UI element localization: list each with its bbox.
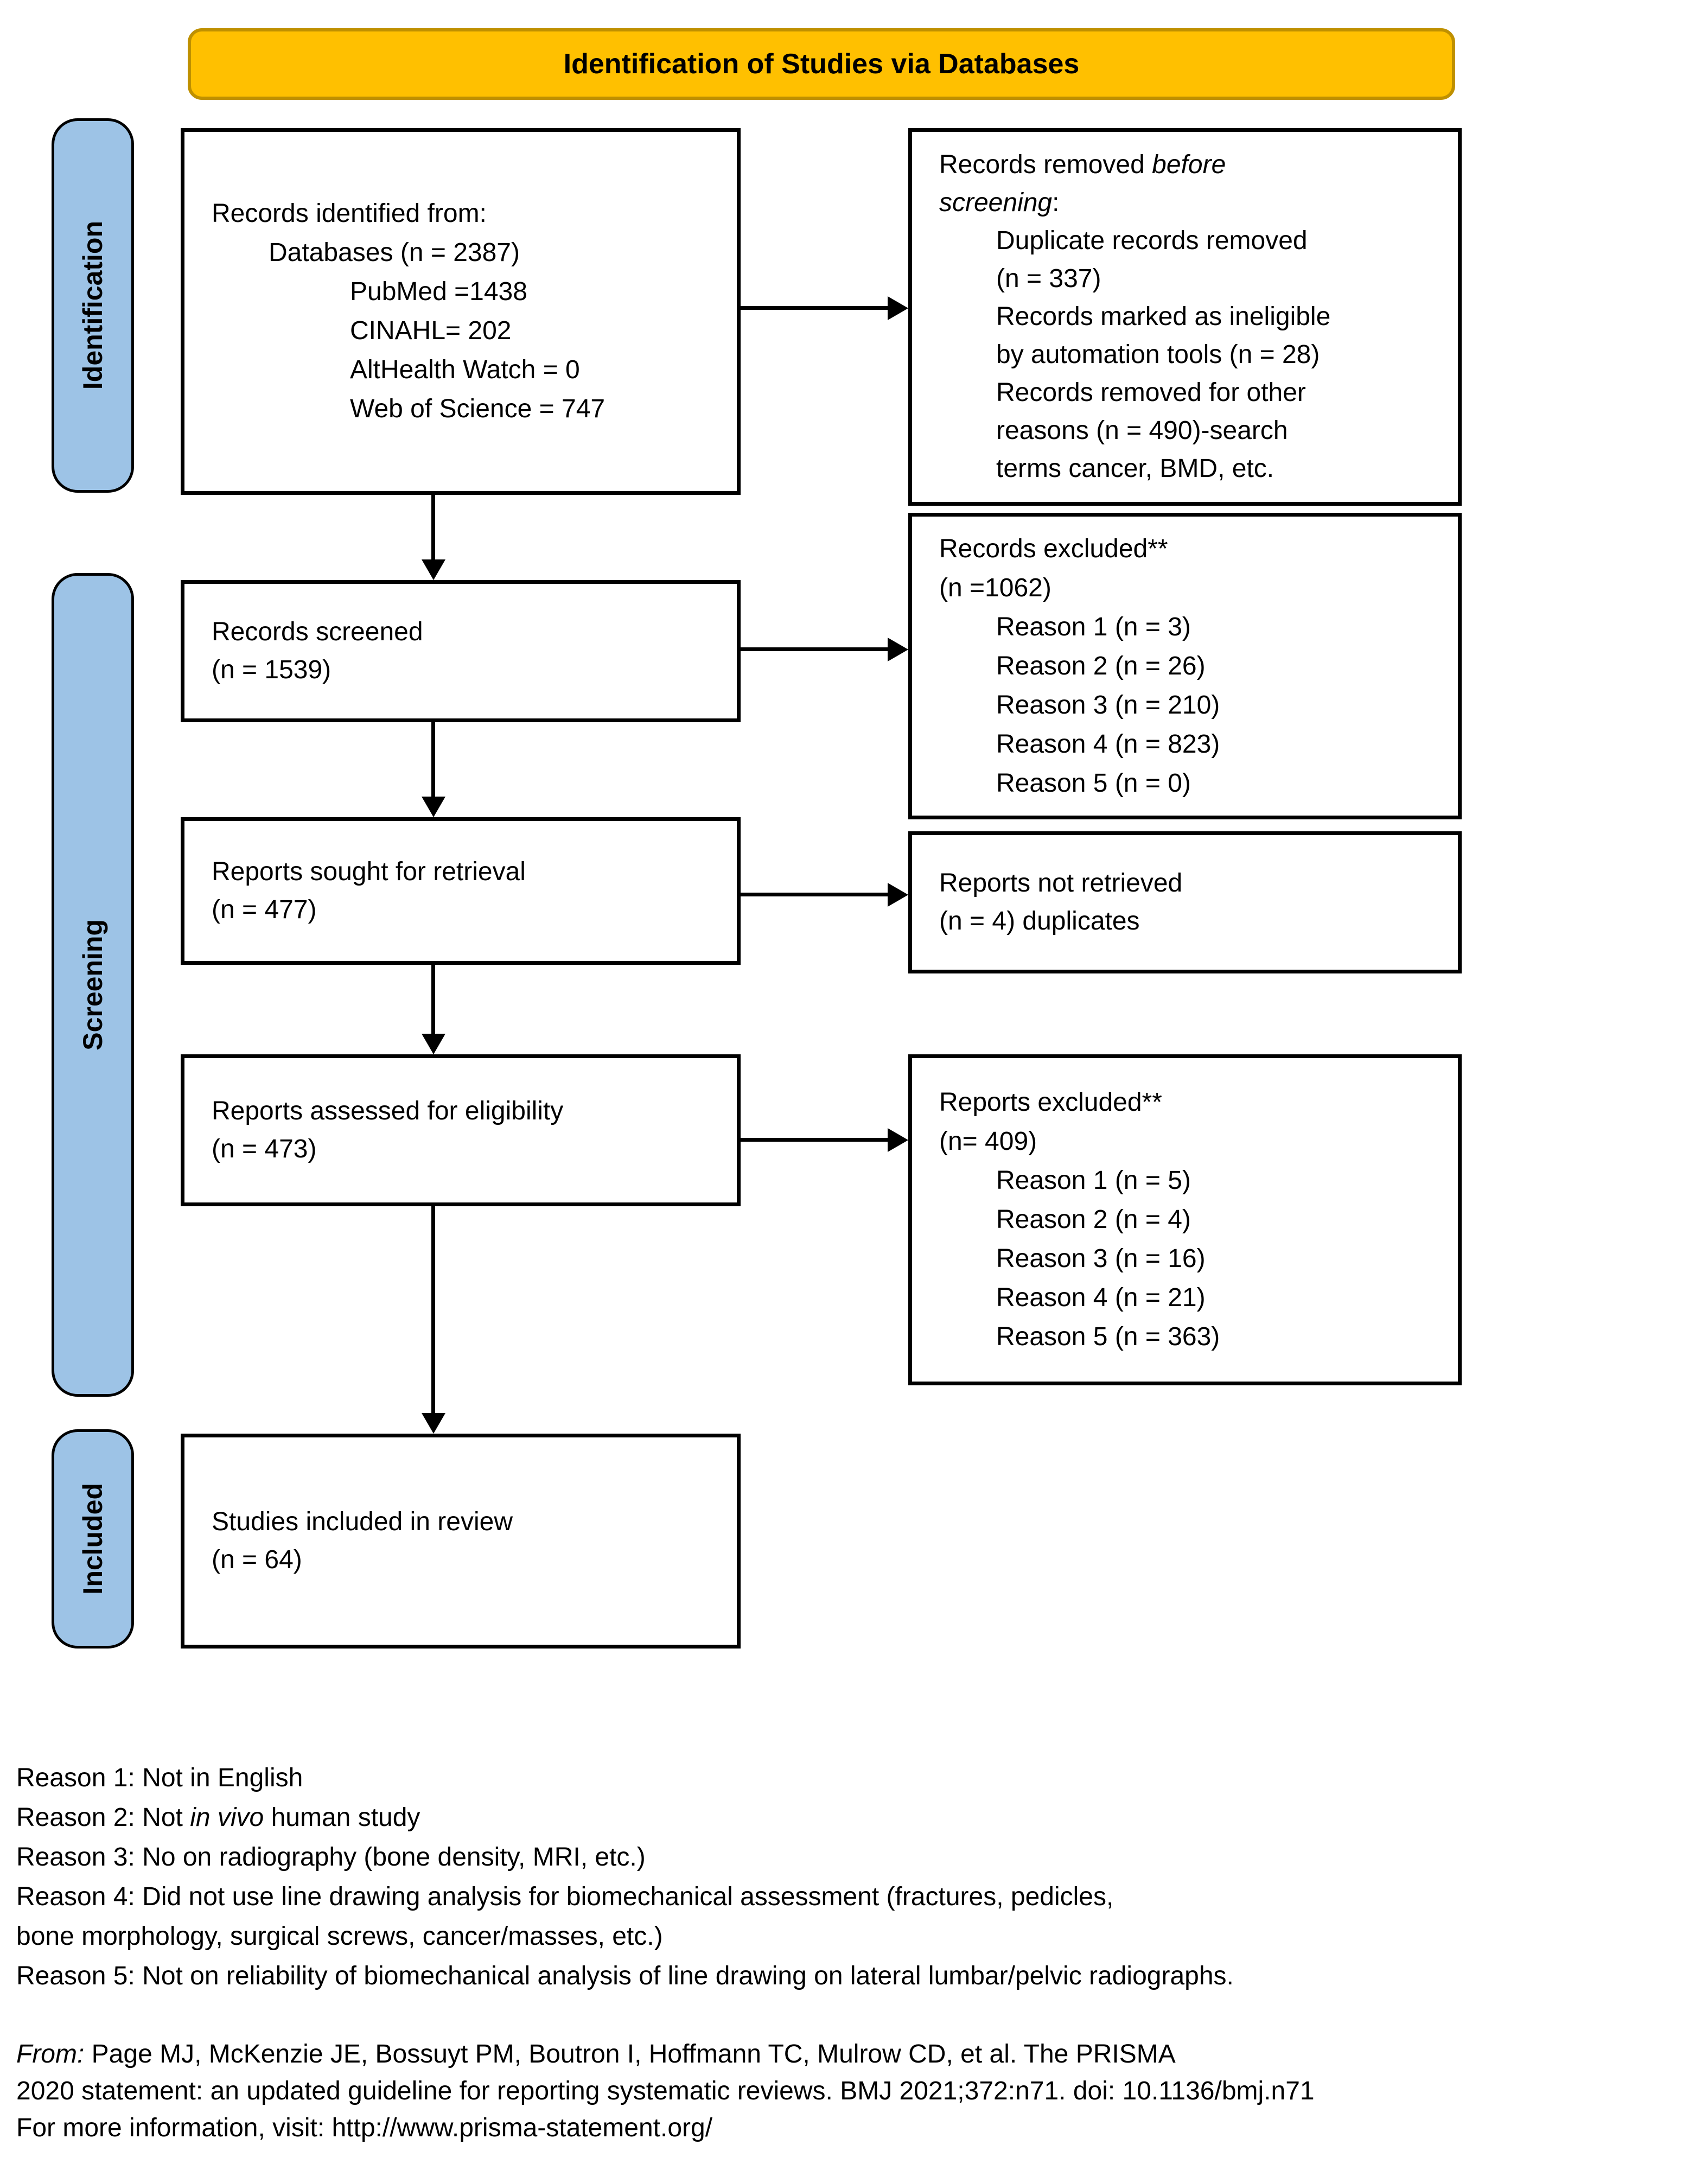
right-arrowhead-icon [888,296,908,320]
text-line: Reason 4 (n = 21) [996,1283,1206,1312]
text-line: (n = 477) [212,895,317,924]
text-line: Reason 2 (n = 4) [996,1205,1191,1234]
down-arrowhead-icon [422,797,445,817]
records-identified-box: Records identified from: Databases (n = 2… [181,128,741,495]
text-line: terms cancer, BMD, etc. [996,454,1274,483]
right-arrow-shaft-4 [741,1138,890,1142]
reports-not-retrieved-box: Reports not retrieved (n = 4) duplicates [908,831,1462,973]
text-line: Reason 2: Not in vivo human study [16,1803,420,1832]
text-line: PubMed =1438 [350,277,527,306]
text-line: Records identified from: [212,199,487,228]
text-line: Reason 5 (n = 0) [996,768,1191,798]
text-line: Records removed for other [996,378,1306,407]
text-line: by automation tools (n = 28) [996,340,1320,369]
text-line: Studies included in review [212,1507,513,1536]
text-line: Records removed before [939,150,1226,179]
right-arrow-shaft-2 [741,647,890,651]
text-line: From: Page MJ, McKenzie JE, Bossuyt PM, … [16,2040,1176,2068]
text-line: Reason 3 (n = 16) [996,1244,1206,1273]
records-screened-box: Records screened (n = 1539) [181,580,741,722]
text-line: Reason 3 (n = 210) [996,690,1220,720]
text-line: Reason 4: Did not use line drawing analy… [16,1882,1114,1911]
text-line: Reports not retrieved [939,869,1183,898]
right-arrowhead-icon [888,638,908,661]
text-line: 2020 statement: an updated guideline for… [16,2077,1315,2105]
down-arrow-shaft-2 [431,722,435,798]
down-arrow-shaft-4 [431,1206,435,1414]
text-line: Reports excluded** [939,1088,1162,1117]
text-line: (n = 4) duplicates [939,907,1140,935]
text-line: Duplicate records removed [996,226,1308,255]
diagram-title-banner: Identification of Studies via Databases [188,28,1455,100]
right-arrowhead-icon [888,1128,908,1152]
stage-label-text: Identification [78,221,108,390]
stage-label-screening: Screening [52,573,134,1397]
text-line: (n= 409) [939,1127,1037,1156]
text-line: (n = 64) [212,1545,302,1574]
text-line: (n =1062) [939,573,1051,602]
stage-label-text: Included [78,1483,108,1595]
text-line: Reason 1: Not in English [16,1764,303,1792]
stage-label-included: Included [52,1429,134,1649]
text-line: Web of Science = 747 [350,394,606,423]
text-line: AltHealth Watch = 0 [350,355,580,384]
down-arrow-shaft-1 [431,495,435,563]
text-line: Reason 5: Not on reliability of biomecha… [16,1962,1234,1990]
text-line: Databases (n = 2387) [269,238,520,267]
text-line: For more information, visit: http://www.… [16,2114,713,2142]
down-arrowhead-icon [422,1034,445,1054]
down-arrowhead-icon [422,559,445,580]
right-arrow-shaft-3 [741,893,890,896]
text-line: Records marked as ineligible [996,302,1331,331]
text-line: (n = 337) [996,264,1101,293]
records-removed-box: Records removed before screening: Duplicat… [908,128,1462,506]
text-line: Reason 2 (n = 26) [996,651,1206,680]
text-line: Records excluded** [939,534,1168,563]
prisma-citation: From: Page MJ, McKenzie JE, Bossuyt PM, … [16,2036,1698,2147]
records-excluded-box: Records excluded** (n =1062) Reason 1 (n =… [908,513,1462,819]
text-line: Reports sought for retrieval [212,857,526,886]
reports-sought-box: Reports sought for retrieval (n = 477) [181,817,741,965]
text-line: (n = 1539) [212,655,332,684]
text-line: Reports assessed for eligibility [212,1097,564,1125]
stage-label-text: Screening [78,919,108,1051]
reports-excluded-box: Reports excluded** (n= 409) Reason 1 (n = … [908,1054,1462,1385]
down-arrow-shaft-3 [431,965,435,1035]
right-arrow-shaft-1 [741,306,890,310]
studies-included-box: Studies included in review (n = 64) [181,1434,741,1649]
text-line: Reason 5 (n = 363) [996,1322,1220,1351]
text-line: bone morphology, surgical screws, cancer… [16,1922,663,1951]
right-arrowhead-icon [888,883,908,907]
text-line: Records screened [212,618,423,646]
down-arrowhead-icon [422,1413,445,1434]
text-line: reasons (n = 490)-search [996,416,1288,445]
text-line: screening: [939,188,1060,217]
text-line: Reason 1 (n = 3) [996,612,1191,641]
text-line: CINAHL= 202 [350,316,512,345]
text-line: (n = 473) [212,1135,317,1163]
stage-label-identification: Identification [52,118,134,493]
text-line: Reason 3: No on radiography (bone densit… [16,1843,646,1872]
text-line: Reason 1 (n = 5) [996,1166,1191,1195]
reports-assessed-box: Reports assessed for eligibility (n = 473… [181,1054,741,1206]
text-line: Reason 4 (n = 823) [996,729,1220,759]
